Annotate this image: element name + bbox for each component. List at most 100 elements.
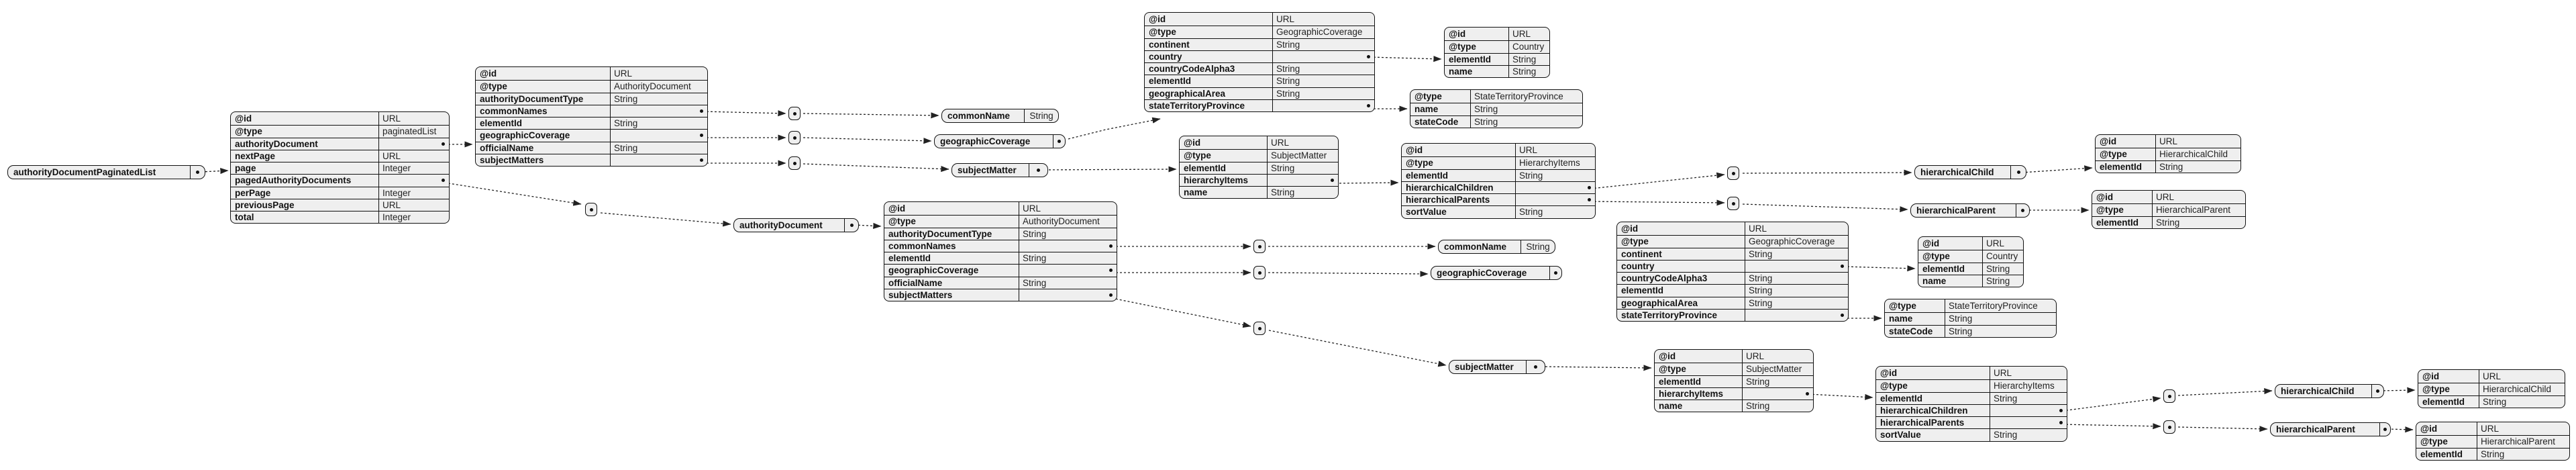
node-label-text: subjectMatter <box>958 165 1017 175</box>
field-type: String <box>1745 248 1848 260</box>
node-label-hierarchicalParent[interactable]: hierarchicalParent <box>1910 203 2030 218</box>
field-type: String <box>1982 263 2023 275</box>
connector-node[interactable] <box>585 203 597 216</box>
field-type: HierarchicalParent <box>2152 204 2245 216</box>
field-type: URL <box>2152 191 2245 204</box>
node-label-subjectMatter[interactable]: subjectMatter <box>1449 360 1545 374</box>
connector-node[interactable] <box>788 156 801 170</box>
connector-node[interactable] <box>1253 240 1266 253</box>
field-name: @id <box>1406 145 1423 156</box>
connector-node[interactable] <box>788 107 801 120</box>
field-reference <box>1515 194 1595 206</box>
field-name: elementId <box>480 118 523 129</box>
field-name: @id <box>480 68 497 79</box>
connector-node[interactable] <box>2163 420 2175 434</box>
field-type: StateTerritoryProvince <box>1945 299 2056 313</box>
field-name: continent <box>1621 248 1662 259</box>
reference-cell <box>190 166 205 179</box>
reference-dot-icon <box>196 171 199 174</box>
node-label-geographicCoverage[interactable]: geographicCoverage <box>934 134 1066 148</box>
field-reference <box>1990 404 2067 416</box>
field-type: URL <box>1019 202 1117 216</box>
connector-node[interactable] <box>788 131 801 144</box>
field-name: @type <box>888 216 916 227</box>
node-label-authorityDocumentPaginatedList[interactable]: authorityDocumentPaginatedList <box>7 165 205 179</box>
node-label-geographicCoverage[interactable]: geographicCoverage <box>1431 266 1562 280</box>
field-row: hierarchicalParents <box>1402 193 1595 206</box>
connector-node[interactable] <box>1253 266 1266 279</box>
field-reference <box>378 175 449 187</box>
field-name: subjectMatters <box>888 289 953 300</box>
connector-node[interactable] <box>2163 389 2175 403</box>
field-type: GeographicCoverage <box>1745 236 1848 248</box>
reference-edge <box>1369 56 1442 62</box>
field-name: nextPage <box>235 150 276 161</box>
field-name: elementId <box>1149 76 1192 87</box>
reference-dot-icon <box>2021 209 2024 212</box>
field-type: String <box>1267 162 1338 174</box>
reference-dot-icon <box>1058 140 1061 143</box>
node-label-hierarchicalChild[interactable]: hierarchicalChild <box>2275 384 2384 398</box>
node-label-hierarchicalChild[interactable]: hierarchicalChild <box>1914 165 2026 179</box>
field-reference <box>1745 309 1848 321</box>
connector-node[interactable] <box>1727 197 1739 210</box>
field-name: stateCode <box>1889 326 1933 336</box>
field-name: @id <box>1621 224 1639 234</box>
field-name: @type <box>1406 158 1433 169</box>
node-label-hierarchicalParent[interactable]: hierarchicalParent <box>2270 422 2391 436</box>
reference-edge <box>2387 426 2414 433</box>
field-type: String <box>610 117 707 130</box>
field-name: commonNames <box>480 105 548 116</box>
reference-edge <box>1843 265 1916 272</box>
node-label-subjectMatter[interactable]: subjectMatter <box>951 163 1048 177</box>
field-type: String <box>1990 392 2067 404</box>
field-type: Integer <box>378 162 449 175</box>
field-name: @type <box>1922 251 1950 262</box>
node-label-authorityDocument[interactable]: authorityDocument <box>733 218 859 232</box>
field-type: Integer <box>378 187 449 199</box>
field-row: hierarchicalChildren <box>1876 404 2067 416</box>
field-name: name <box>1889 314 1913 324</box>
connector-node[interactable] <box>1727 167 1739 180</box>
connector-node[interactable] <box>1253 322 1266 335</box>
connector-dot-icon <box>1257 271 1261 275</box>
field-name: name <box>1659 401 1683 412</box>
reference-edge <box>444 182 582 206</box>
reference-cell <box>2010 166 2026 179</box>
